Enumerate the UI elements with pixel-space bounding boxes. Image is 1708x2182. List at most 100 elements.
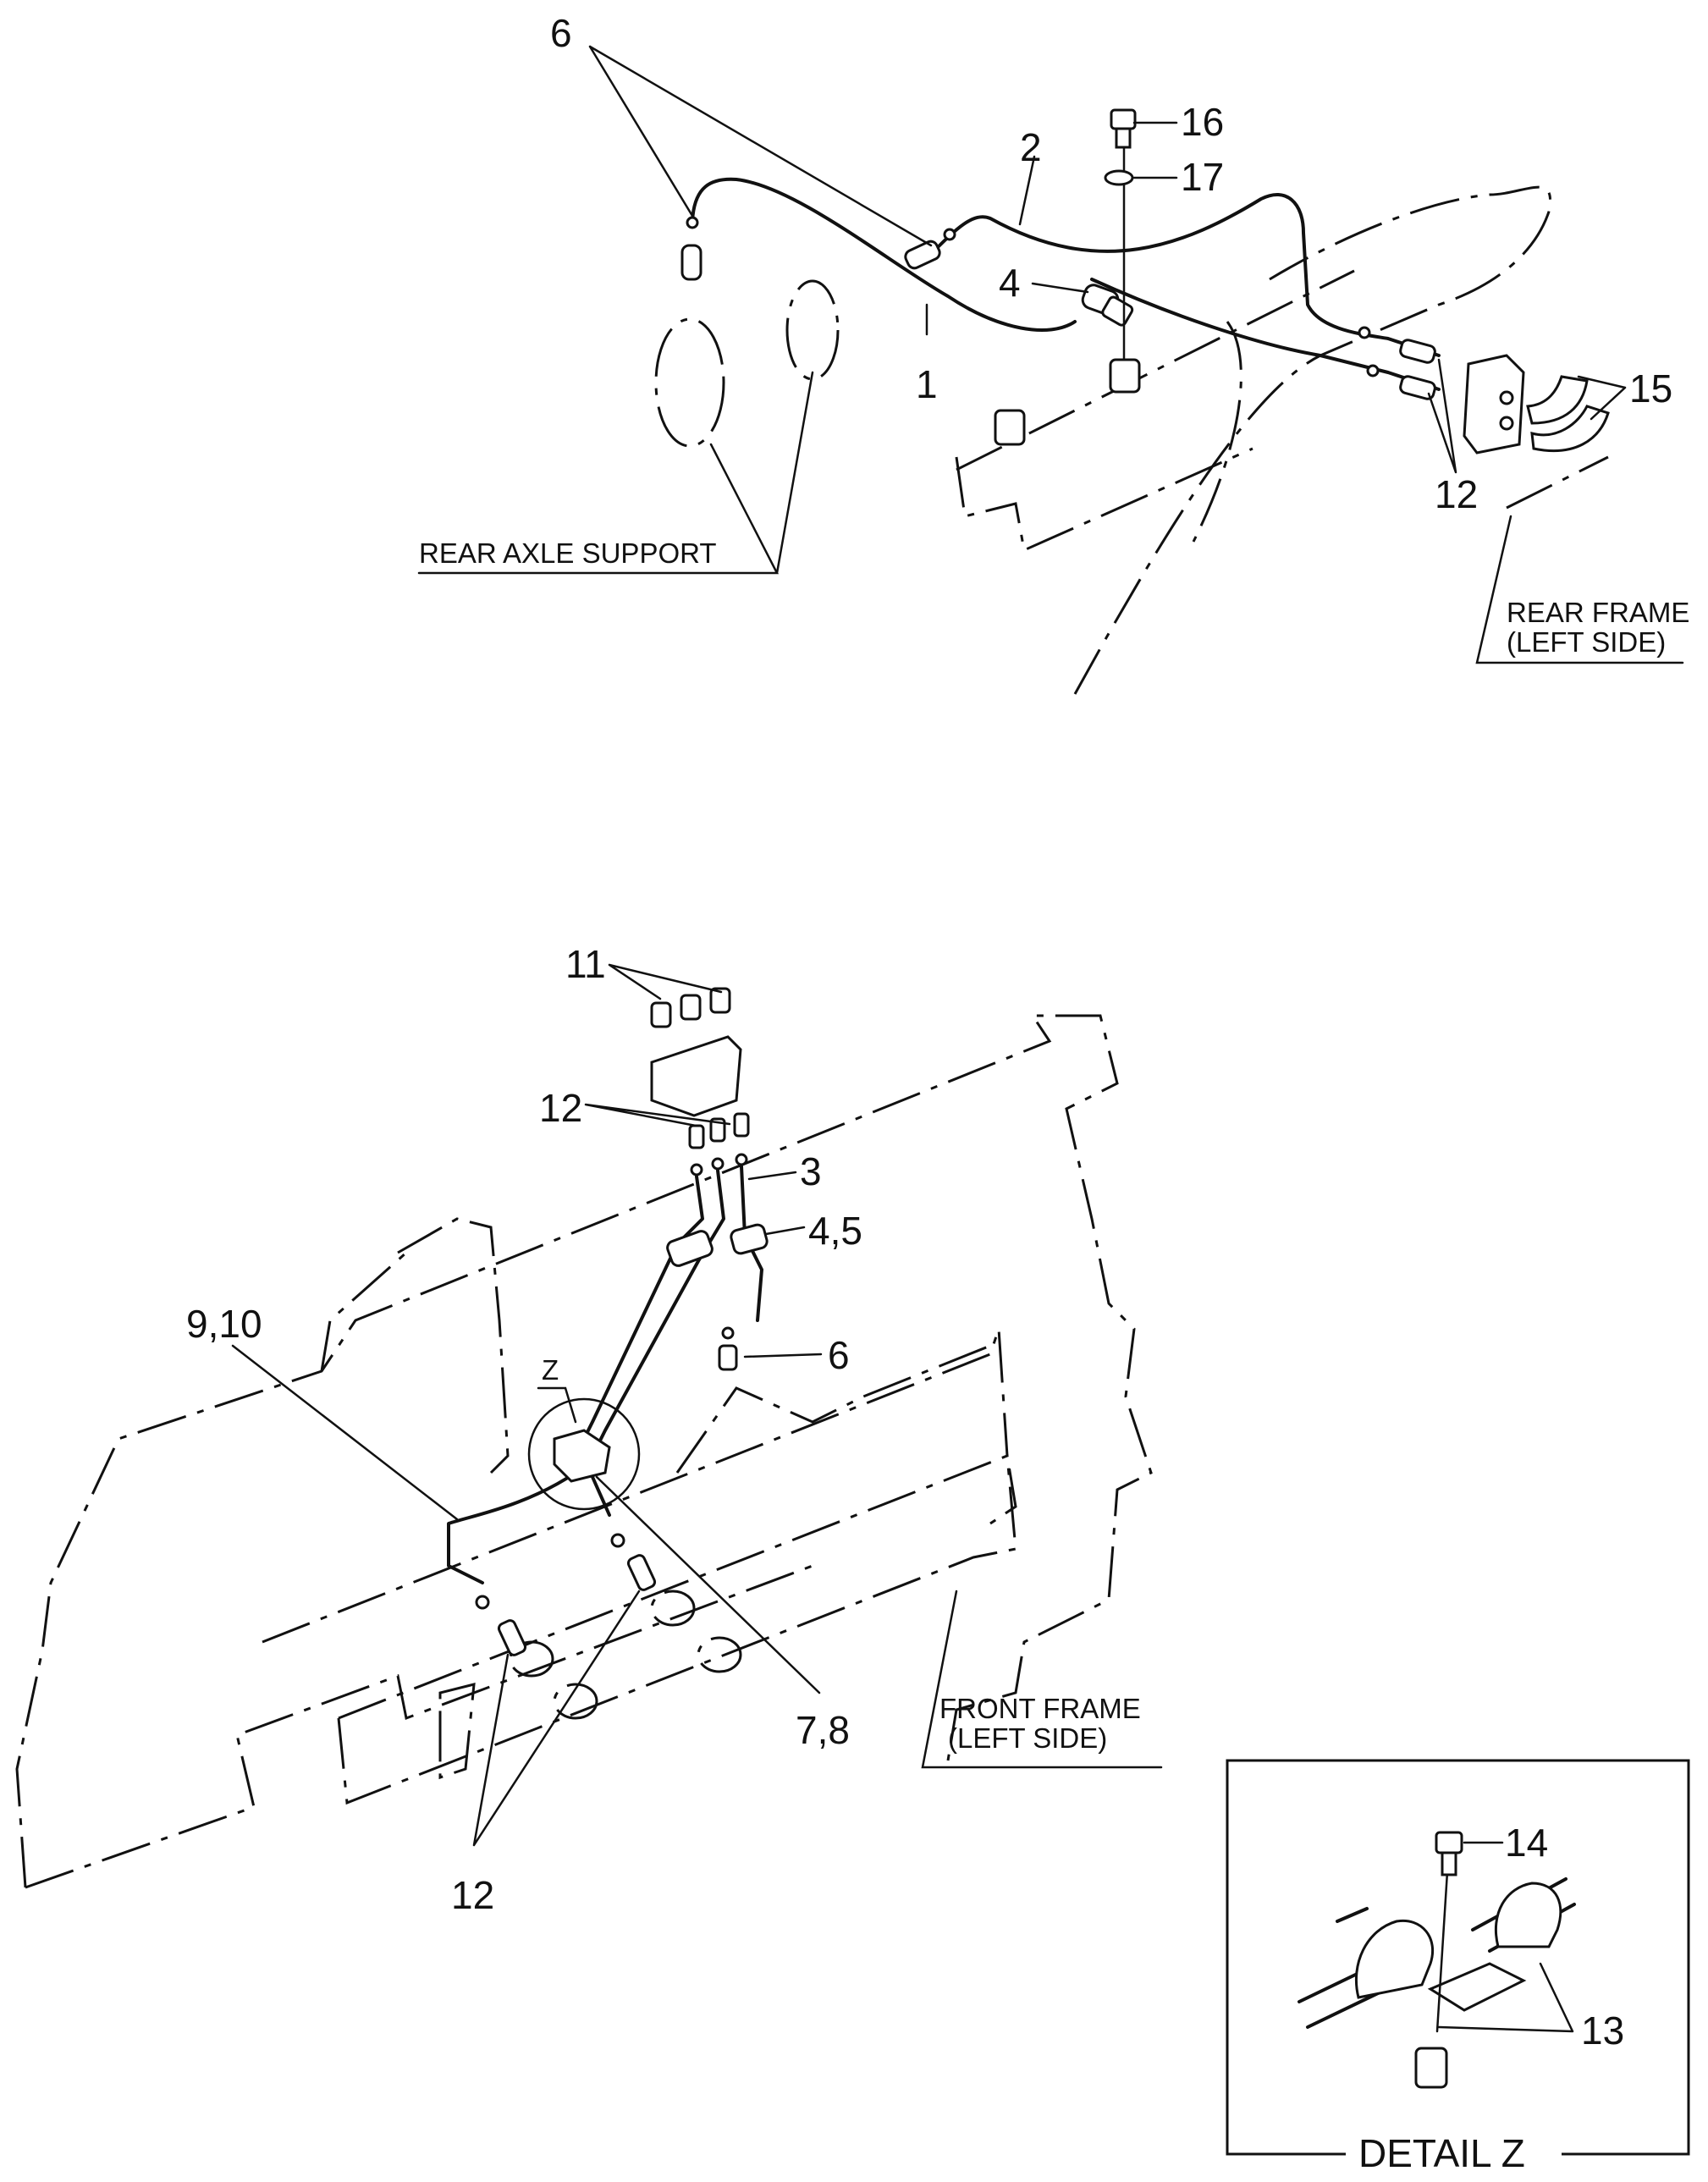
- callout-4: 4: [999, 261, 1021, 305]
- caption-front-frame: FRONT FRAME: [939, 1693, 1141, 1724]
- front-rail-inner: [438, 1683, 476, 1780]
- fitting-11-a: [650, 1001, 672, 1028]
- oring-6-right: [943, 228, 956, 241]
- leader-rear-frame: [1475, 515, 1684, 664]
- front-frame-outline: [15, 1014, 1153, 1888]
- front-cab-ghost: [397, 1217, 510, 1474]
- fitting-6-left: [680, 244, 702, 281]
- frame-hole-3: [697, 1636, 742, 1673]
- detail-tube-lower: [1336, 1907, 1369, 1923]
- frame-hole-1: [509, 1640, 554, 1678]
- leader-2: [1018, 155, 1036, 226]
- callout-z: Z: [542, 1354, 559, 1386]
- manifold-block: [650, 1035, 742, 1117]
- callout-16: 16: [1181, 100, 1224, 144]
- leader-78: [595, 1475, 821, 1694]
- port-block: [1463, 354, 1525, 455]
- callout-910: 9,10: [186, 1302, 262, 1346]
- oring-lower-a: [475, 1595, 490, 1610]
- callout-1: 1: [916, 362, 938, 406]
- elbow-15-a: [1526, 375, 1589, 425]
- oring-12-a: [1358, 326, 1371, 339]
- rear-frame-outline: [1073, 185, 1551, 695]
- leader-z: [537, 1386, 577, 1424]
- callout-6-top: 6: [550, 11, 572, 55]
- port-a: [1499, 390, 1514, 405]
- leader-6-bottom: [743, 1353, 823, 1358]
- fitting-12-a: [1399, 339, 1436, 364]
- fitting-6-right: [904, 240, 941, 270]
- rear-frame-outline-2: [956, 269, 1355, 471]
- bolt-16-head: [1110, 108, 1137, 130]
- callout-11: 11: [565, 942, 606, 986]
- front-hose-lower-2: [591, 1475, 611, 1517]
- oring-6-bottom: [721, 1326, 735, 1340]
- leader-15: [1577, 375, 1627, 421]
- leader-front-frame: [921, 1590, 1163, 1769]
- detail-z-frame: [1226, 1759, 1690, 2156]
- bolt-14-head: [1435, 1831, 1463, 1854]
- leader-12-mid: [584, 1103, 731, 1127]
- fitting-12-f3: [733, 1112, 750, 1138]
- rear-frame-lower-2: [1506, 455, 1609, 510]
- leader-13: [1437, 1962, 1574, 2033]
- fitting-lower-b: [626, 1554, 657, 1591]
- caption-rear-axle-support: REAR AXLE SUPPORT: [419, 537, 717, 569]
- callout-13: 13: [1581, 2008, 1624, 2053]
- frame-hole-4: [553, 1683, 598, 1720]
- frame-hole-2: [650, 1590, 696, 1627]
- detail-clamp-left: [1354, 1919, 1435, 1999]
- callout-12-top: 12: [1435, 472, 1478, 516]
- oring-f1: [690, 1163, 703, 1176]
- front-hose-main-2: [591, 1169, 725, 1457]
- rear-support-curve: [1192, 321, 1242, 543]
- front-hose-main: [574, 1175, 704, 1457]
- caption-rear-frame: REAR FRAME: [1507, 597, 1689, 628]
- leader-12-bottom: [472, 1590, 641, 1847]
- leader-rear-axle: [417, 371, 814, 575]
- rear-assembly-view: 6 2 1 4 16 17 15 12 REAR AXLE SUPPORT RE…: [417, 11, 1689, 695]
- caption-front-frame-side: (LEFT SIDE): [948, 1722, 1107, 1754]
- leader-45: [764, 1226, 806, 1236]
- hose-1: [691, 177, 1077, 332]
- oring-12-b: [1366, 364, 1380, 377]
- leader-4: [1031, 282, 1089, 294]
- callout-3: 3: [800, 1149, 822, 1193]
- callout-12-mid: 12: [539, 1086, 582, 1130]
- fitting-12-b: [1399, 375, 1436, 400]
- leader-3: [747, 1171, 797, 1181]
- detail-z-circle: [527, 1397, 641, 1511]
- fitting-11-b: [680, 994, 702, 1021]
- rear-axle-support-oval-2: [785, 279, 840, 381]
- oring-6-left: [686, 216, 699, 229]
- callout-6-bottom: 6: [828, 1333, 850, 1377]
- oring-f3: [735, 1153, 748, 1166]
- spacer-rear-2: [994, 409, 1026, 446]
- front-bracket: [675, 1344, 991, 1474]
- hose-3: [1090, 278, 1441, 391]
- bolt-14-shank: [1441, 1851, 1457, 1876]
- fitting-lower-a: [497, 1619, 527, 1656]
- elbow-15-b: [1530, 405, 1610, 453]
- front-assembly-view: 11 12 3 4,5 6 9,10 Z 7,8 12 FRONT FRAME …: [15, 942, 1163, 1917]
- detail-z-panel: DETAIL Z 14 13: [1226, 1759, 1690, 2175]
- leader-910: [231, 1344, 459, 1521]
- fitting-12-f1: [688, 1124, 705, 1149]
- oring-f2: [711, 1157, 725, 1171]
- bolt-16-shank: [1115, 127, 1132, 149]
- front-cab-ghost-2: [320, 1251, 407, 1372]
- detail-z-clamp: [553, 1429, 611, 1483]
- callout-15: 15: [1629, 366, 1672, 411]
- callout-14: 14: [1505, 1821, 1548, 1865]
- fitting-11-c: [709, 987, 731, 1014]
- hose-2: [929, 193, 1441, 357]
- detail-spacer: [1414, 2047, 1448, 2089]
- callout-12-bottom: 12: [451, 1873, 494, 1917]
- leader-11: [608, 963, 723, 1000]
- detail-bolt-axis: [1435, 1843, 1451, 2033]
- detail-clamp-right: [1494, 1882, 1562, 1948]
- detail-plate: [1427, 1962, 1527, 2012]
- front-hose-3: [740, 1165, 763, 1322]
- clamp-front-a: [666, 1230, 714, 1267]
- front-rail-face: [337, 1455, 1017, 1805]
